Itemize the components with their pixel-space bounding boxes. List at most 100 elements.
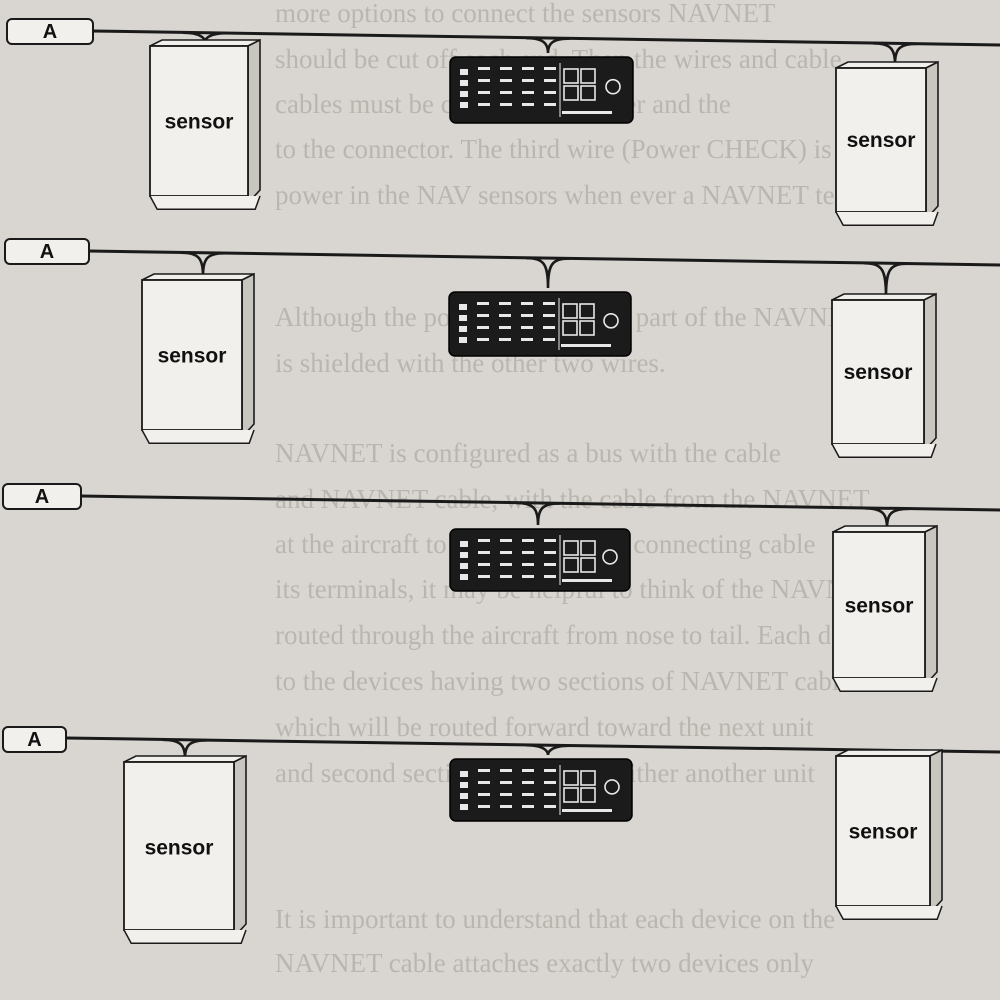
connector-label: A: [40, 241, 54, 263]
panel-indicator: [460, 574, 468, 580]
panel-display-square: [563, 540, 579, 556]
sensor-box-front: [149, 45, 249, 197]
panel-button: [478, 539, 490, 542]
sensor-label: sensor: [145, 836, 214, 859]
panel-indicator: [460, 563, 468, 569]
sensor-label: sensor: [165, 111, 234, 134]
panel-button: [500, 67, 512, 70]
panel-indicator: [459, 337, 467, 343]
panel-button: [544, 103, 556, 106]
background-text-line: NAVNET is configured as a bus with the c…: [275, 438, 781, 468]
diagram-rows: AsensorsensorAsensorsensorAsensorAsensor…: [2, 18, 1000, 944]
connector-label: A: [27, 729, 41, 751]
panel-button: [478, 551, 490, 554]
sensor-label: sensor: [158, 345, 227, 368]
panel-button: [500, 551, 512, 554]
panel-button: [478, 793, 490, 796]
panel-indicator: [460, 102, 468, 108]
panel-display-square: [562, 320, 578, 336]
navnet-bus-wire: [87, 249, 1000, 267]
connector-a: A: [2, 726, 67, 753]
panel-button: [477, 326, 489, 329]
sensor-box-front: [831, 299, 925, 445]
panel-button: [522, 67, 534, 70]
panel-display-square: [563, 85, 579, 101]
panel-button: [478, 769, 490, 772]
panel-button: [499, 314, 511, 317]
panel-button: [544, 769, 556, 772]
panel-button: [478, 67, 490, 70]
panel-body: [448, 291, 632, 357]
panel-button: [522, 563, 534, 566]
right-sensor-box: sensor: [835, 60, 939, 226]
panel-display-square: [579, 320, 595, 336]
panel-button: [522, 793, 534, 796]
panel-body: [449, 56, 634, 124]
bus-drop-wire: [525, 743, 571, 756]
sensor-box-bottom: [831, 443, 937, 458]
bus-drop-wire: [525, 36, 571, 54]
connector-box: [2, 483, 82, 510]
panel-button: [543, 314, 555, 317]
panel-button: [499, 302, 511, 305]
connector-a: A: [2, 483, 82, 510]
panel-button: [521, 338, 533, 341]
sensor-box-side: [929, 748, 943, 916]
panel-button: [500, 793, 512, 796]
panel-button: [500, 781, 512, 784]
sensor-box-side: [924, 524, 938, 688]
navnet-bus-wire: [91, 29, 1000, 47]
sensor-box-front: [835, 755, 931, 907]
navnet-bus-wire: [79, 494, 1000, 512]
panel-button: [544, 67, 556, 70]
bus-drop-wire: [525, 256, 571, 289]
panel-display-square: [563, 787, 579, 803]
left-sensor-box: sensor: [149, 38, 261, 210]
sensor-box-bottom: [835, 905, 943, 920]
panel-button: [477, 338, 489, 341]
panel-display-square: [579, 303, 595, 319]
panel-button: [477, 302, 489, 305]
panel-button: [478, 79, 490, 82]
panel-knob: [602, 549, 618, 565]
bus-drop-wire: [515, 501, 561, 526]
sensor-box-bottom: [141, 429, 255, 444]
sensor-label: sensor: [849, 821, 918, 844]
panel-strip: [562, 809, 612, 812]
panel-indicator: [460, 69, 468, 75]
navnet-control-panel: [449, 528, 631, 592]
panel-display-square: [580, 68, 596, 84]
panel-indicator: [459, 315, 467, 321]
panel-button: [521, 314, 533, 317]
sensor-box-bottom: [149, 195, 261, 210]
panel-button: [544, 575, 556, 578]
bus-drop-wire: [863, 261, 909, 297]
left-sensor-box: sensor: [123, 754, 247, 944]
panel-indicator: [460, 793, 468, 799]
sensor-box-side: [247, 38, 261, 206]
panel-button: [521, 302, 533, 305]
navnet-control-panel: [449, 56, 634, 124]
panel-indicator: [459, 326, 467, 332]
panel-display-square: [580, 770, 596, 786]
panel-button: [478, 781, 490, 784]
right-sensor-box: sensor: [832, 524, 938, 692]
sensor-box-side: [923, 292, 937, 454]
panel-knob: [605, 78, 621, 95]
bus-drop-wire: [872, 42, 918, 65]
panel-button: [500, 805, 512, 808]
panel-indicator: [459, 304, 467, 310]
sensor-label: sensor: [847, 129, 916, 152]
background-text-line: NAVNET cable attaches exactly two device…: [275, 948, 814, 978]
panel-button: [521, 326, 533, 329]
background-text-line: to the devices having two sections of NA…: [275, 666, 851, 696]
panel-button: [522, 769, 534, 772]
panel-button: [544, 781, 556, 784]
sensor-box-front: [141, 279, 243, 431]
panel-button: [499, 338, 511, 341]
sensor-box-bottom: [835, 211, 939, 226]
panel-indicator: [460, 771, 468, 777]
background-text-line: power in the NAV sensors when ever a NAV…: [275, 180, 865, 210]
